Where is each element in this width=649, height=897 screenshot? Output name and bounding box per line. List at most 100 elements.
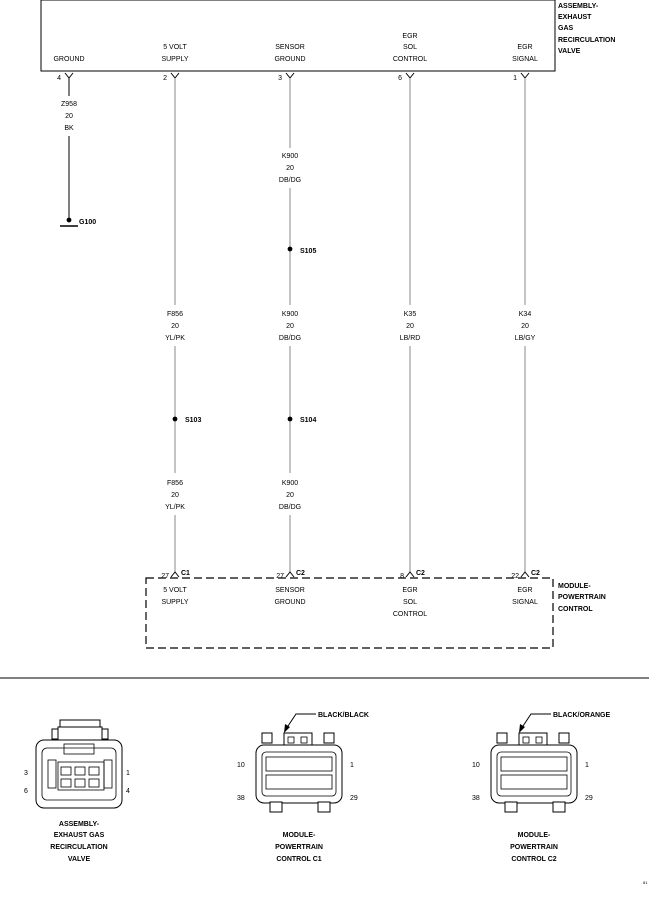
- svg-text:20: 20: [286, 323, 294, 330]
- pcm-pin-27-c1: 27 C1: [161, 570, 190, 580]
- svg-text:Z958: Z958: [61, 101, 77, 108]
- svg-text:EXHAUST GAS: EXHAUST GAS: [54, 832, 105, 839]
- svg-text:5 VOLT: 5 VOLT: [163, 44, 187, 51]
- svg-text:C1: C1: [181, 570, 190, 577]
- sensor-wire-label-a: K900 20 DB/DG: [279, 153, 301, 184]
- egr-pin-label-sensor-ground: SENSOR GROUND: [274, 44, 305, 63]
- pcm-c1-connector-view: [255, 713, 343, 813]
- egr-connector-caption: ASSEMBLY- EXHAUST GAS RECIRCULATION VALV…: [50, 821, 107, 863]
- splice-s105: S105: [287, 246, 316, 255]
- svg-text:S105: S105: [300, 248, 316, 255]
- svg-text:CONTROL C1: CONTROL C1: [276, 856, 321, 863]
- svg-text:2: 2: [163, 75, 167, 82]
- svg-text:8: 8: [400, 573, 404, 580]
- svg-text:EGR: EGR: [517, 587, 532, 594]
- svg-text:20: 20: [65, 113, 73, 120]
- svg-text:DB/DG: DB/DG: [279, 504, 301, 511]
- pcm-label-egr-signal: EGR SIGNAL: [512, 587, 538, 606]
- svg-text:C2: C2: [296, 570, 305, 577]
- svg-text:C2: C2: [531, 570, 540, 577]
- svg-text:3: 3: [278, 75, 282, 82]
- svg-text:CONTROL: CONTROL: [393, 611, 427, 618]
- svg-text:27: 27: [276, 573, 284, 580]
- svg-text:SUPPLY: SUPPLY: [161, 56, 188, 63]
- svg-text:VALVE: VALVE: [68, 856, 91, 863]
- svg-text:ASSEMBLY-: ASSEMBLY-: [59, 821, 100, 828]
- svg-text:DB/DG: DB/DG: [279, 177, 301, 184]
- pcm-pin-8-c2: 8 C2: [400, 570, 425, 580]
- c1-pin-1: 1: [350, 762, 354, 769]
- svg-text:K900: K900: [282, 480, 298, 487]
- svg-text:K900: K900: [282, 153, 298, 160]
- svg-text:4: 4: [57, 75, 61, 82]
- svg-text:SENSOR: SENSOR: [275, 44, 305, 51]
- pcm-pin-22-c2: 22 C2: [511, 570, 540, 580]
- c1-pin-10: 10: [237, 762, 245, 769]
- svg-text:S103: S103: [185, 417, 201, 424]
- svg-text:GROUND: GROUND: [274, 599, 305, 606]
- svg-text:GROUND: GROUND: [274, 56, 305, 63]
- svg-text:CONTROL: CONTROL: [393, 56, 427, 63]
- svg-text:MODULE-: MODULE-: [283, 832, 316, 839]
- svg-text:EXHAUST: EXHAUST: [558, 14, 592, 21]
- egr-conn-pin-6: 6: [24, 788, 28, 795]
- pcm-label-5v-supply: 5 VOLT SUPPLY: [161, 587, 188, 606]
- svg-text:27: 27: [161, 573, 169, 580]
- svg-text:LB/GY: LB/GY: [515, 335, 536, 342]
- egr-valve-box: [40, 0, 556, 72]
- c2-pin-1: 1: [585, 762, 589, 769]
- svg-text:SOL: SOL: [403, 44, 417, 51]
- svg-text:POWERTRAIN: POWERTRAIN: [275, 844, 323, 851]
- svg-text:DB/DG: DB/DG: [279, 335, 301, 342]
- c1-color-label: BLACK/BLACK: [318, 712, 369, 719]
- sol-control-wire-label: K35 20 LB/RD: [400, 311, 421, 342]
- egr-pin-4: 4: [57, 72, 74, 82]
- c2-connector-caption: MODULE- POWERTRAIN CONTROL C2: [510, 832, 558, 863]
- c1-connector-caption: MODULE- POWERTRAIN CONTROL C1: [275, 832, 323, 863]
- svg-text:K900: K900: [282, 311, 298, 318]
- egr-valve-title: ASSEMBLY- EXHAUST GAS RECIRCULATION VALV…: [558, 3, 615, 55]
- egr-signal-wire-label: K34 20 LB/GY: [515, 311, 536, 342]
- svg-text:SIGNAL: SIGNAL: [512, 56, 538, 63]
- egr-conn-pin-3: 3: [24, 770, 28, 777]
- svg-text:20: 20: [171, 323, 179, 330]
- egr-pin-2: 2: [163, 72, 180, 82]
- svg-text:5 VOLT: 5 VOLT: [163, 587, 187, 594]
- sensor-wire-label-b: K900 20 DB/DG: [279, 311, 301, 342]
- pcm-c2-connector-view: [490, 713, 578, 813]
- egr-pin-label-sol-control: EGR SOL CONTROL: [393, 33, 427, 63]
- sensor-wire-label-c: K900 20 DB/DG: [279, 480, 301, 511]
- egr-pin-6: 6: [398, 72, 415, 82]
- page-code: 81: [643, 880, 648, 885]
- svg-text:MODULE-: MODULE-: [558, 583, 591, 590]
- svg-text:C2: C2: [416, 570, 425, 577]
- svg-text:YL/PK: YL/PK: [165, 335, 185, 342]
- svg-text:SIGNAL: SIGNAL: [512, 599, 538, 606]
- svg-text:F856: F856: [167, 311, 183, 318]
- svg-text:EGR: EGR: [402, 33, 417, 40]
- svg-text:S104: S104: [300, 417, 316, 424]
- svg-text:RECIRCULATION: RECIRCULATION: [558, 37, 615, 44]
- egr-pin-label-5v-supply: 5 VOLT SUPPLY: [161, 44, 188, 63]
- svg-text:POWERTRAIN: POWERTRAIN: [510, 844, 558, 851]
- splice-s103: S103: [172, 416, 201, 424]
- svg-text:GAS: GAS: [558, 25, 574, 32]
- supply-wire-label-lower: F856 20 YL/PK: [165, 480, 185, 511]
- svg-text:1: 1: [513, 75, 517, 82]
- svg-text:SENSOR: SENSOR: [275, 587, 305, 594]
- c2-pin-38: 38: [472, 795, 480, 802]
- pcm-label-sensor-ground: SENSOR GROUND: [274, 587, 305, 606]
- svg-text:20: 20: [406, 323, 414, 330]
- svg-text:VALVE: VALVE: [558, 48, 581, 55]
- c2-pin-10: 10: [472, 762, 480, 769]
- egr-conn-pin-4: 4: [126, 788, 130, 795]
- svg-text:POWERTRAIN: POWERTRAIN: [558, 594, 606, 601]
- c1-pin-38: 38: [237, 795, 245, 802]
- egr-connector-view: [35, 719, 123, 809]
- svg-text:CONTROL C2: CONTROL C2: [511, 856, 556, 863]
- supply-wire-label-upper: F856 20 YL/PK: [165, 311, 185, 342]
- svg-text:K34: K34: [519, 311, 532, 318]
- ground-point-g100: G100: [60, 217, 96, 227]
